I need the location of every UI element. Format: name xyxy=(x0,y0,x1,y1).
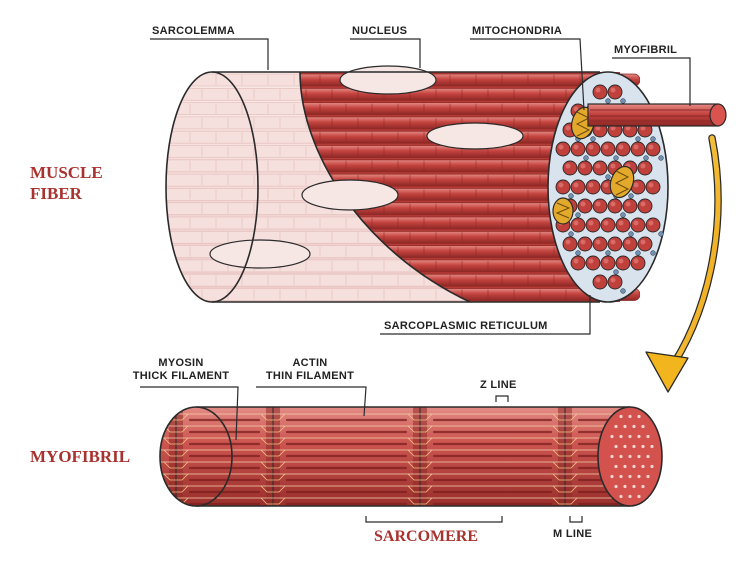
actin-label: ACTIN THIN FILAMENT xyxy=(265,357,355,382)
zoom-arrow xyxy=(645,134,722,393)
nucleus-shape xyxy=(301,179,399,211)
sarcolemma-label: SARCOLEMMA xyxy=(152,25,236,37)
z-line-label: Z LINE xyxy=(480,379,517,391)
nucleus-shape xyxy=(426,122,524,150)
mitochondrion-shape xyxy=(609,165,635,199)
leader-lines xyxy=(140,38,691,523)
sarcoplasmic-reticulum-label: SARCOPLASMIC RETICULUM xyxy=(384,320,548,332)
sarcomere-label: SARCOMERE xyxy=(374,528,479,545)
muscle-fiber-left-end xyxy=(165,71,259,303)
myofibril-illustration xyxy=(159,406,663,507)
nucleus-shape xyxy=(209,239,311,269)
myofibril-title: MYOFIBRIL xyxy=(30,447,131,466)
myofibril-left-end xyxy=(159,406,233,507)
mitochondria-label: MITOCHONDRIA xyxy=(472,25,563,37)
muscle-fiber-outline xyxy=(212,71,600,303)
myofibril-filaments xyxy=(160,407,630,506)
nucleus-label: NUCLEUS xyxy=(352,25,408,37)
muscle-fiber-illustration xyxy=(165,65,727,303)
protruding-myofibril xyxy=(587,103,727,127)
muscle-fiber-title: MUSCLE FIBER xyxy=(30,163,103,203)
myosin-label: MYOSIN THICK FILAMENT xyxy=(132,357,230,382)
nucleus-shape xyxy=(339,65,437,95)
m-line-label: M LINE xyxy=(553,528,593,540)
myofibril-cross-section-dots xyxy=(610,414,654,499)
mitochondrion-shape xyxy=(552,197,574,225)
myofibril-label: MYOFIBRIL xyxy=(614,44,678,56)
